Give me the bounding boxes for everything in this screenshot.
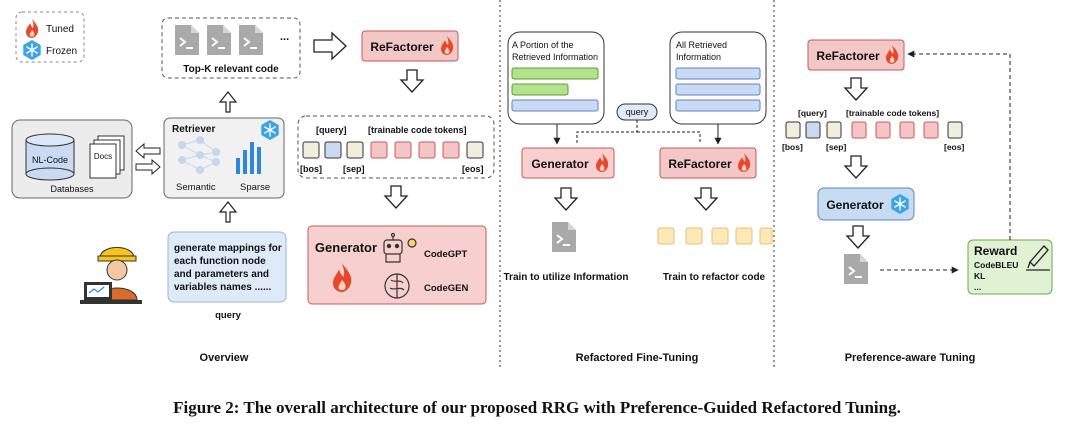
refactorer-label: ReFactorer	[668, 157, 732, 171]
refactorer-box-ft: ReFactorer	[659, 147, 757, 179]
generator-box-pt: Generator	[817, 187, 915, 221]
arrow-down	[400, 69, 424, 93]
arrow-up	[218, 91, 238, 113]
query-pill: query	[616, 103, 658, 121]
retriever-box: Retriever Semantic Sparse	[163, 117, 285, 199]
brain-icon	[384, 273, 410, 299]
token-eos-label: [eos]	[944, 142, 964, 152]
query-line: and parameters and	[174, 269, 269, 280]
snowflake-icon	[22, 39, 42, 61]
arrow-right	[135, 158, 161, 176]
refactorer-label: ReFactorer	[370, 40, 434, 54]
token-trainable-label: [trainable code tokens]	[368, 125, 467, 135]
reward-item: ...	[974, 282, 981, 292]
token-sep-label: [sep]	[343, 164, 365, 174]
generator-label: Generator	[315, 240, 377, 255]
preference-title: Preference-aware Tuning	[845, 352, 976, 364]
all-info-box: All Retrieved Information	[669, 31, 767, 125]
token-query-label: [query]	[798, 108, 827, 118]
code-file-icon	[238, 24, 264, 56]
arrow-down	[844, 155, 868, 179]
arrow-up	[218, 201, 238, 223]
refactorer-label: ReFactorer	[816, 49, 880, 63]
refactorer-box-pt: ReFactorer	[807, 39, 905, 71]
query-label: query	[215, 310, 242, 321]
token-eos-label: [eos]	[462, 164, 484, 174]
databases-box: NL-Code Docs Databases	[11, 119, 133, 199]
topk-ellipsis: ...	[280, 31, 289, 43]
nlcode-label: NL-Code	[32, 155, 68, 165]
retriever-label: Retriever	[172, 124, 215, 135]
code-file-icon	[843, 253, 869, 285]
query-line: each function node	[174, 256, 266, 267]
portion-info-box: A Portion of the Retrieved Information	[507, 31, 605, 125]
engineer-illustration	[80, 247, 142, 304]
pencil-icon	[1026, 245, 1050, 271]
databases-label: Databases	[50, 184, 94, 194]
code-file-icon	[551, 221, 577, 253]
codegen-label: CodeGEN	[424, 283, 468, 294]
query-box: generate mappings for each function node…	[167, 231, 287, 303]
database-icon	[25, 133, 75, 181]
generator-label: Generator	[531, 157, 589, 171]
overview-title: Overview	[200, 352, 249, 364]
finetune-title: Refactored Fine-Tuning	[576, 352, 699, 364]
legend: Tuned Frozen	[15, 11, 85, 63]
code-file-icon	[174, 24, 200, 56]
flame-icon	[26, 19, 39, 38]
sparse-label: Sparse	[240, 182, 270, 193]
reward-item: CodeBLEU	[974, 260, 1018, 270]
arrow-left	[135, 142, 161, 160]
arrow-down	[844, 77, 868, 101]
arrow-down	[846, 225, 870, 249]
code-file-icon	[206, 24, 232, 56]
train-refactor-label: Train to refactor code	[663, 272, 766, 283]
legend-tuned: Tuned	[46, 24, 74, 35]
token-query-label: [query]	[316, 125, 347, 135]
all-info-line: All Retrieved	[676, 40, 727, 50]
token-bos-label: [bos]	[300, 164, 322, 174]
reward-feedback-arrow	[907, 50, 1011, 240]
query-pill-label: query	[626, 107, 649, 117]
refactorer-box: ReFactorer	[361, 30, 459, 62]
arrow-right	[313, 31, 347, 61]
bar-chart-icon	[236, 142, 261, 174]
token-sep-label: [sep]	[826, 142, 846, 152]
topk-code-box: ... Top-K relevant code	[161, 17, 301, 79]
codegpt-label: CodeGPT	[424, 249, 467, 260]
token-trainable-label: [trainable code tokens]	[846, 108, 939, 118]
all-info-line: Information	[676, 52, 721, 62]
portion-line: A Portion of the	[512, 40, 574, 50]
legend-frozen: Frozen	[46, 46, 77, 57]
neural-network-icon	[178, 136, 220, 174]
semantic-label: Semantic	[176, 182, 216, 193]
arrow-down	[384, 185, 408, 209]
query-connector	[576, 120, 701, 144]
train-utilize-label: Train to utilize Information	[504, 272, 629, 283]
robot-icon	[383, 232, 417, 263]
reward-box: Reward CodeBLEU KL ...	[967, 239, 1053, 295]
reward-item: KL	[974, 271, 985, 281]
portion-line: Retrieved Information	[512, 52, 598, 62]
figure-caption: Figure 2: The overall architecture of ou…	[173, 398, 901, 417]
reward-label: Reward	[974, 244, 1017, 258]
generator-box: Generator CodeGPT CodeGEN	[307, 225, 487, 305]
generator-box-ft: Generator	[521, 147, 615, 179]
query-line: variables names ......	[174, 282, 271, 293]
docs-label: Docs	[94, 152, 112, 161]
document-icon	[89, 135, 125, 179]
generator-label: Generator	[826, 198, 884, 212]
arrow-down	[554, 187, 578, 211]
arrow-down	[694, 187, 718, 211]
topk-label: Top-K relevant code	[183, 64, 279, 75]
token-sequence-pt: [query] [trainable code tokens] [bos] [s…	[782, 108, 964, 152]
yellow-tokens	[657, 227, 773, 245]
token-bos-label: [bos]	[782, 142, 803, 152]
query-line: generate mappings for	[174, 243, 282, 254]
token-sequence-box: [query] [trainable code tokens] [bos] [s…	[297, 115, 495, 179]
